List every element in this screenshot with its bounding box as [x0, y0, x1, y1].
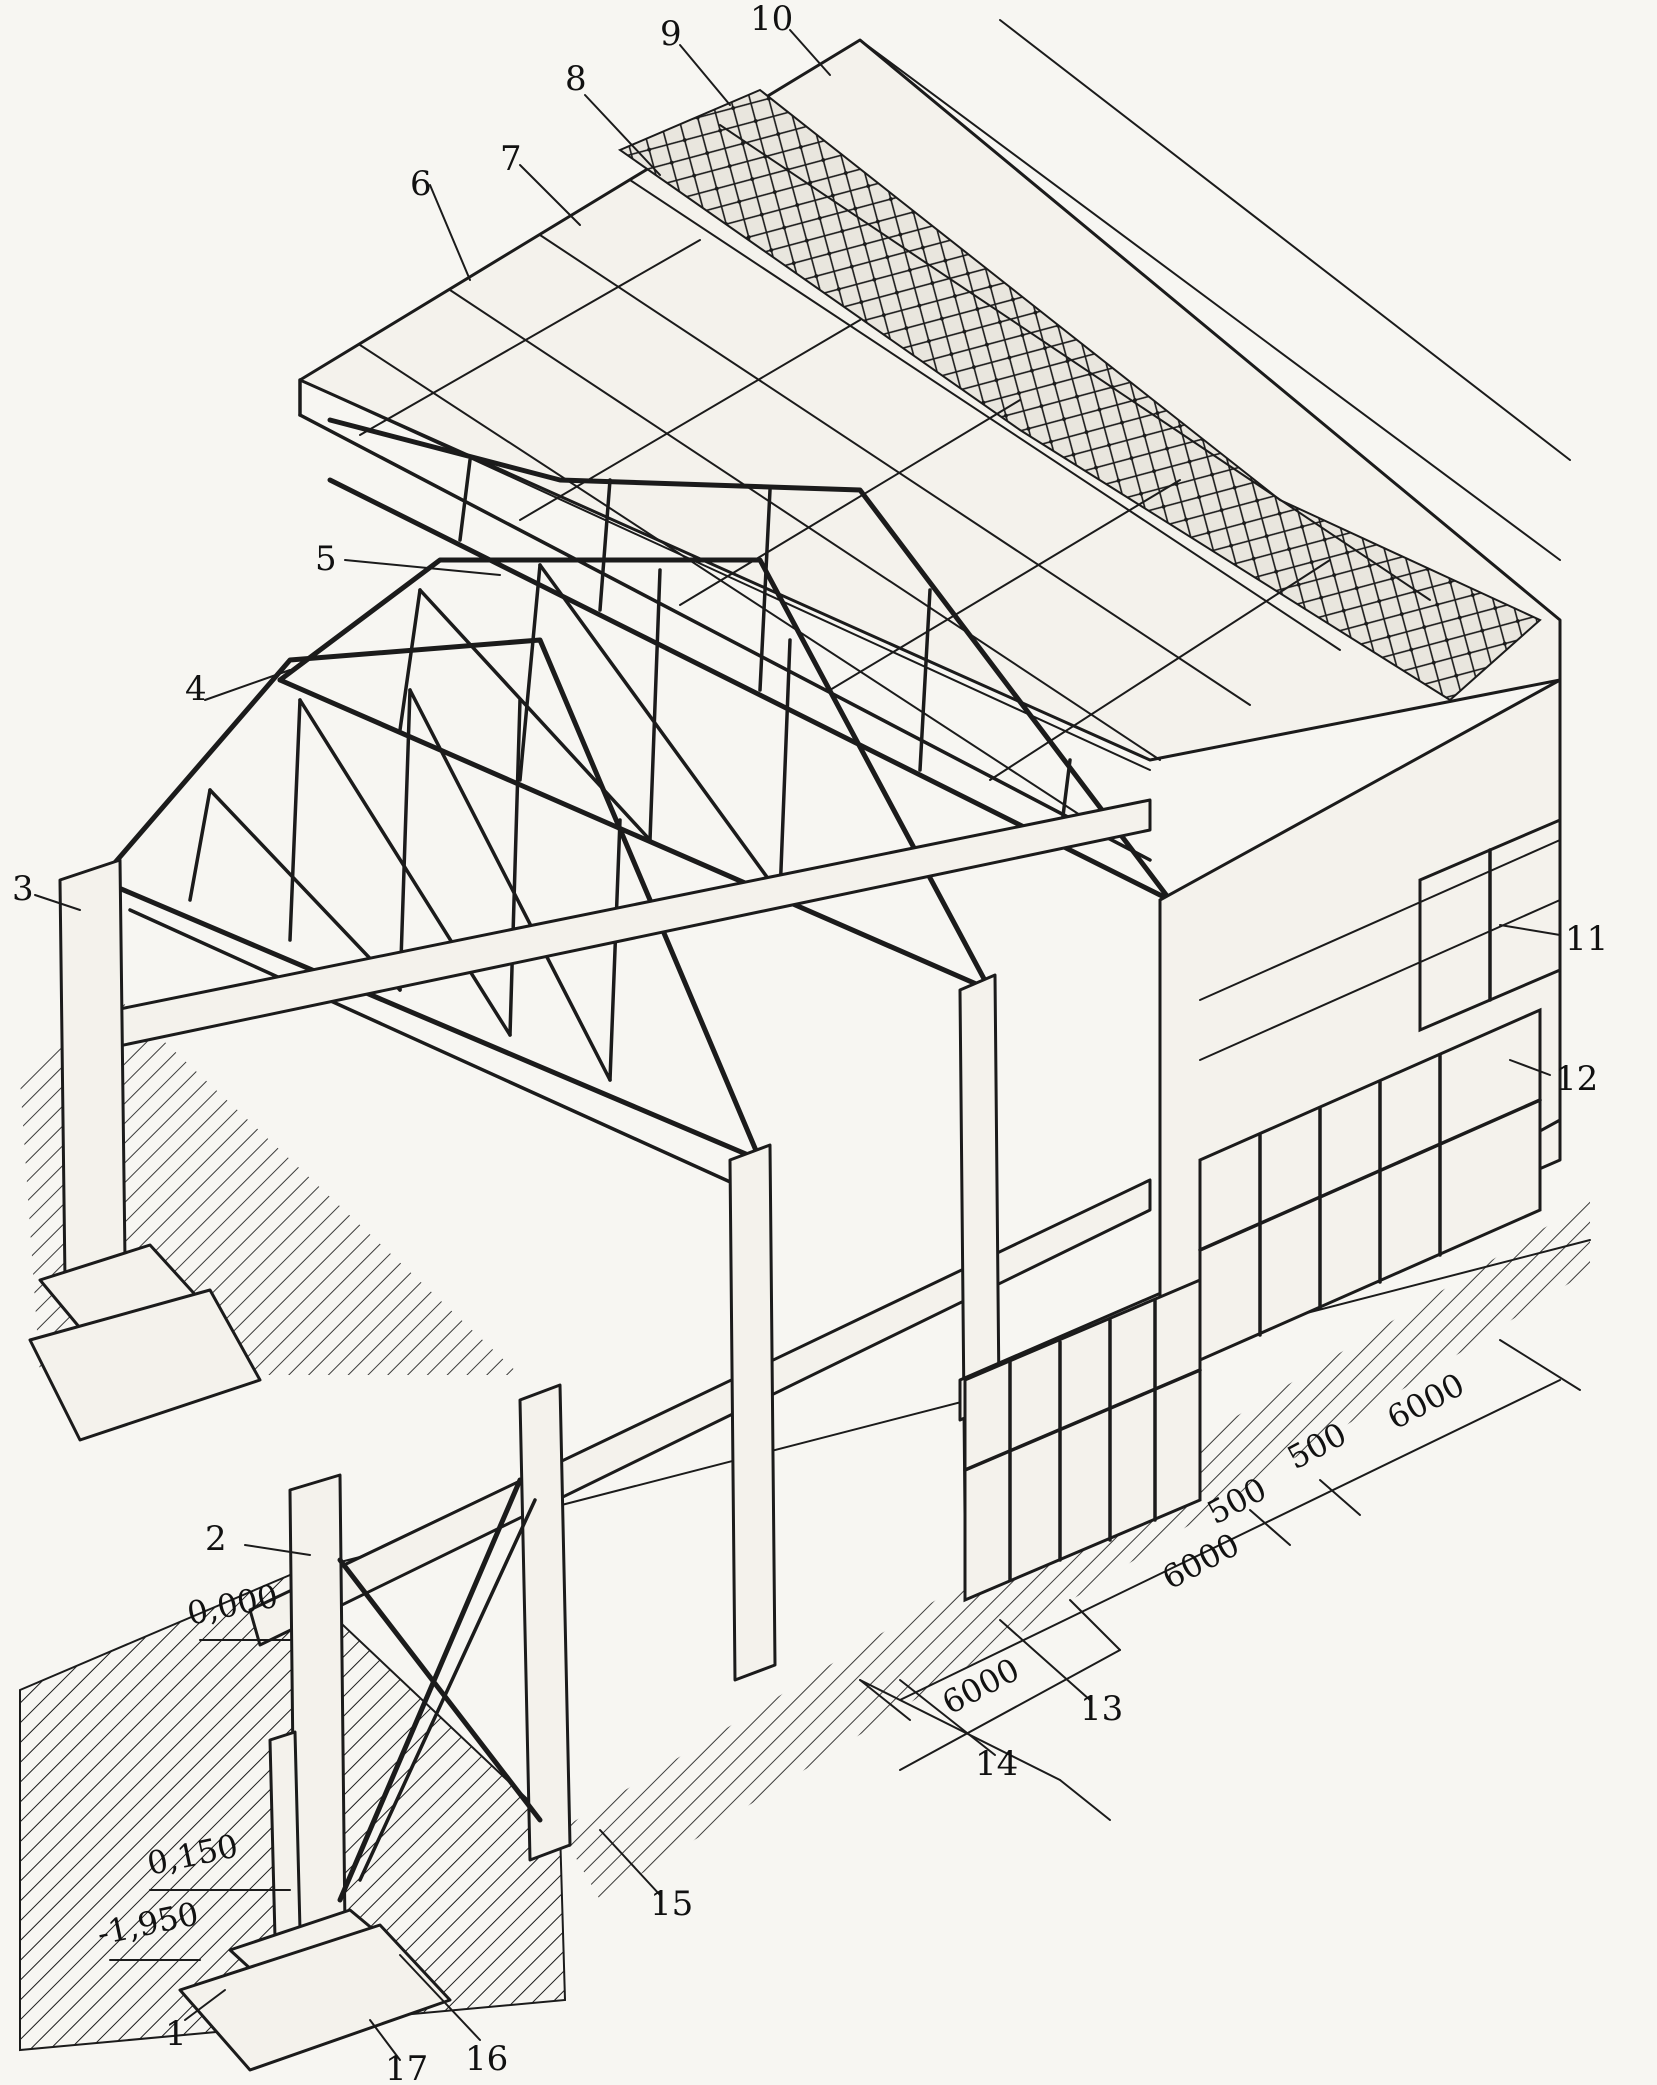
column-left-rear [28, 858, 262, 1442]
wall-panels [958, 678, 1562, 1603]
callout-5: 5 [315, 539, 337, 579]
callout-16: 16 [465, 2039, 508, 2079]
columns [28, 858, 1202, 2072]
truss-front [97, 637, 772, 1202]
callout-12: 12 [1555, 1059, 1598, 1099]
window-band-upper [1198, 1007, 1542, 1363]
callout-1: 1 [165, 2014, 187, 2054]
callout-15: 15 [650, 1884, 693, 1924]
callout-7: 7 [500, 139, 522, 179]
callout-2: 2 [205, 1519, 227, 1559]
callout-11: 11 [1565, 919, 1608, 959]
vertical-bracing [337, 1477, 543, 1903]
window-band-lower [963, 1277, 1202, 1603]
callout-14: 14 [975, 1744, 1018, 1784]
callout-13: 13 [1080, 1689, 1123, 1729]
callout-6: 6 [410, 164, 432, 204]
window-top-right [1418, 817, 1562, 1033]
roof-trusses [97, 417, 1173, 1202]
callout-4: 4 [185, 669, 207, 709]
truss-middle [277, 557, 993, 993]
callout-3: 3 [12, 869, 34, 909]
leader-lines [34, 29, 1561, 2061]
roof-deck [298, 19, 1571, 862]
callout-8: 8 [565, 59, 587, 99]
callout-17: 17 [385, 2049, 428, 2085]
callout-9: 9 [660, 14, 682, 54]
dimension-lines [859, 1339, 1581, 1821]
elevation-marks: 0,000 0,150 -1,950 [94, 1577, 291, 1961]
callout-numbers: 1 2 3 4 5 6 7 8 9 10 11 12 13 14 15 16 1… [12, 0, 1608, 2085]
column-front-left [178, 1473, 452, 2072]
callout-10: 10 [750, 0, 793, 39]
